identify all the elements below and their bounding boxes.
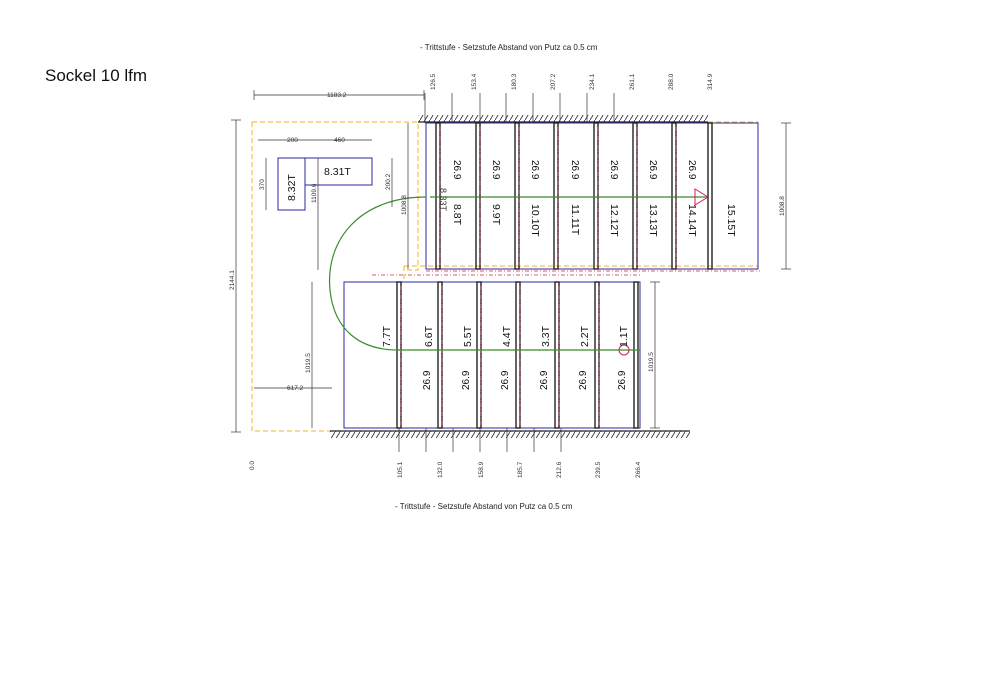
outer-guide <box>251 121 419 432</box>
landing-box-big <box>304 157 373 186</box>
upper-step-label: 12.12T <box>608 204 620 237</box>
bottom-dim-label: 266.4 <box>635 461 642 478</box>
top-dim-label: 126.5 <box>430 73 437 90</box>
top-dim-label: 261.1 <box>629 73 636 90</box>
dim-460-label: 460 <box>334 137 345 144</box>
dimension-lines <box>231 90 791 452</box>
lower-step-label: 4.4T <box>501 325 513 347</box>
dim-200-label: 200 <box>287 137 298 144</box>
lower-tread-label: 26.9 <box>461 370 472 390</box>
dim-370-label: 370 <box>259 179 266 190</box>
bottom-dim-label: 158.9 <box>478 461 485 478</box>
lower-step-label: 1.1T <box>618 325 630 347</box>
walk-arrow <box>694 188 709 206</box>
bottom-dim-label: 185.7 <box>517 461 524 478</box>
upper-step-label: 14.14T <box>686 204 698 237</box>
top-dim-label: 180.3 <box>511 73 518 90</box>
lower-tread-label: 26.9 <box>578 370 589 390</box>
upper-tread-label: 26.9 <box>529 160 540 180</box>
upper-tread-label: 26.9 <box>647 160 658 180</box>
top-dim-label: 234.1 <box>589 73 596 90</box>
upper-left-dim-label: 1008.8 <box>401 195 408 215</box>
walk-start <box>618 344 630 356</box>
upper-step-label: 10.10T <box>529 204 541 237</box>
axis-lines <box>372 127 760 425</box>
upper-tread-label: 26.9 <box>451 160 462 180</box>
bottom-dim-label: 239.5 <box>595 461 602 478</box>
upper-step-label: 13.13T <box>647 204 659 237</box>
bottom-dim-label: 212.6 <box>556 461 563 478</box>
lower-right-dim-label: 1019.5 <box>648 352 655 372</box>
origin-label: 0.0 <box>249 461 256 470</box>
bottom-dim-label: 105.1 <box>397 461 404 478</box>
top-dim-label: 314.9 <box>707 73 714 90</box>
lower-step-label: 5.5T <box>462 325 474 347</box>
landing-extra-label: 8.33T <box>438 188 448 212</box>
lower-tread-label: 26.9 <box>500 370 511 390</box>
lower-step-label: 2.2T <box>579 325 591 347</box>
upper-tread-label: 26.9 <box>686 160 697 180</box>
upper-step-label: 8.8T <box>451 204 463 226</box>
upper-step-label: 15.15T <box>725 204 737 237</box>
upper-right-dim-label: 1008.8 <box>779 196 786 216</box>
lower-tread-label: 26.9 <box>422 370 433 390</box>
landing-box-small-label: 8.32T <box>286 174 298 201</box>
lower-step-label: 7.7T <box>381 325 393 347</box>
drawing-title: Sockel 10 lfm <box>45 66 148 85</box>
lower-risers <box>396 281 639 429</box>
overall-width-label: 1183.2 <box>327 92 347 99</box>
mid-dim-label: 200.2 <box>385 173 392 190</box>
walk-line <box>328 196 708 351</box>
overall-height-label: 2144.1 <box>229 270 236 290</box>
offset-dim-label: 617.2 <box>287 385 304 392</box>
lower-tread-label: 26.9 <box>617 370 628 390</box>
dim-1109-label: 1109.6 <box>311 183 318 203</box>
note-top: - Trittstufe - Setzstufe Abstand von Put… <box>420 43 598 52</box>
lower-left-dim-label: 1019.5 <box>305 353 312 373</box>
wall-hatch-top <box>418 115 708 122</box>
bottom-dim-label: 132.0 <box>437 461 444 478</box>
wall-hatch-bottom <box>330 431 690 438</box>
upper-tread-label: 26.9 <box>608 160 619 180</box>
note-bottom: - Trittstufe - Setzstufe Abstand von Put… <box>395 502 573 511</box>
upper-tread-label: 26.9 <box>490 160 501 180</box>
lower-flight-outline <box>343 281 641 429</box>
upper-step-label: 9.9T <box>490 204 502 226</box>
top-dim-label: 207.2 <box>550 73 557 90</box>
lower-tread-label: 26.9 <box>539 370 550 390</box>
top-dim-label: 288.0 <box>668 73 675 90</box>
landing-box-big-label: 8.31T <box>324 166 351 178</box>
upper-risers <box>435 122 713 270</box>
upper-step-label: 11.11T <box>569 204 581 236</box>
lower-step-label: 3.3T <box>540 325 552 347</box>
lower-step-label: 6.6T <box>423 325 435 347</box>
upper-flight-outline <box>425 122 759 270</box>
upper-tread-label: 26.9 <box>569 160 580 180</box>
top-dim-label: 153.4 <box>471 73 478 90</box>
